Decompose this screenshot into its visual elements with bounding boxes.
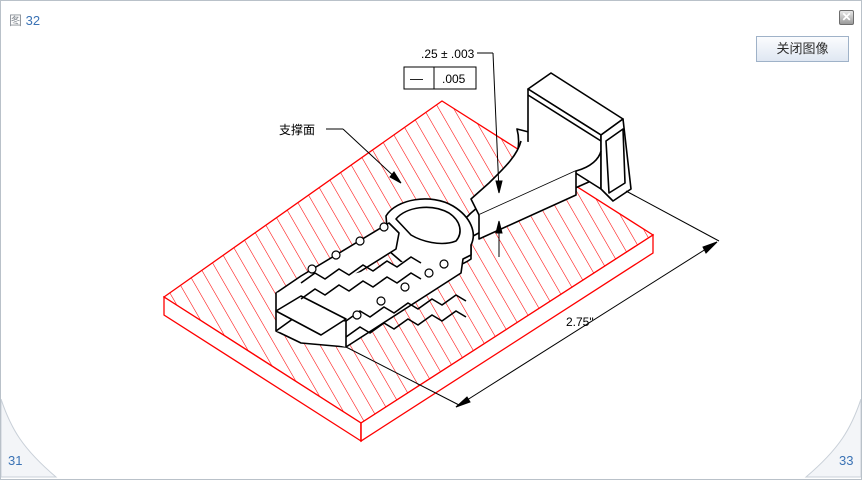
page-curl-right xyxy=(804,399,861,478)
close-icon[interactable]: ✕ xyxy=(839,10,854,25)
dimensions xyxy=(326,52,720,408)
flatness-symbol: — xyxy=(410,71,423,86)
flatness-frame: — .005 xyxy=(403,66,477,90)
next-page-number[interactable]: 33 xyxy=(839,453,854,468)
length-label: 2.75" xyxy=(566,315,594,329)
page-curl-left xyxy=(1,399,58,478)
wrench-part xyxy=(275,72,632,348)
figure-number: 32 xyxy=(25,13,41,28)
prev-page-number[interactable]: 31 xyxy=(8,453,23,468)
surface-label: 支撑面 xyxy=(279,122,315,137)
tolerance-label: .25 ± .003 xyxy=(421,47,475,61)
figure-prefix: 图 xyxy=(9,13,23,28)
flatness-value: .005 xyxy=(442,72,466,86)
close-image-button[interactable]: 关闭图像 xyxy=(756,36,849,62)
figure-label: 图 32 xyxy=(9,10,40,29)
